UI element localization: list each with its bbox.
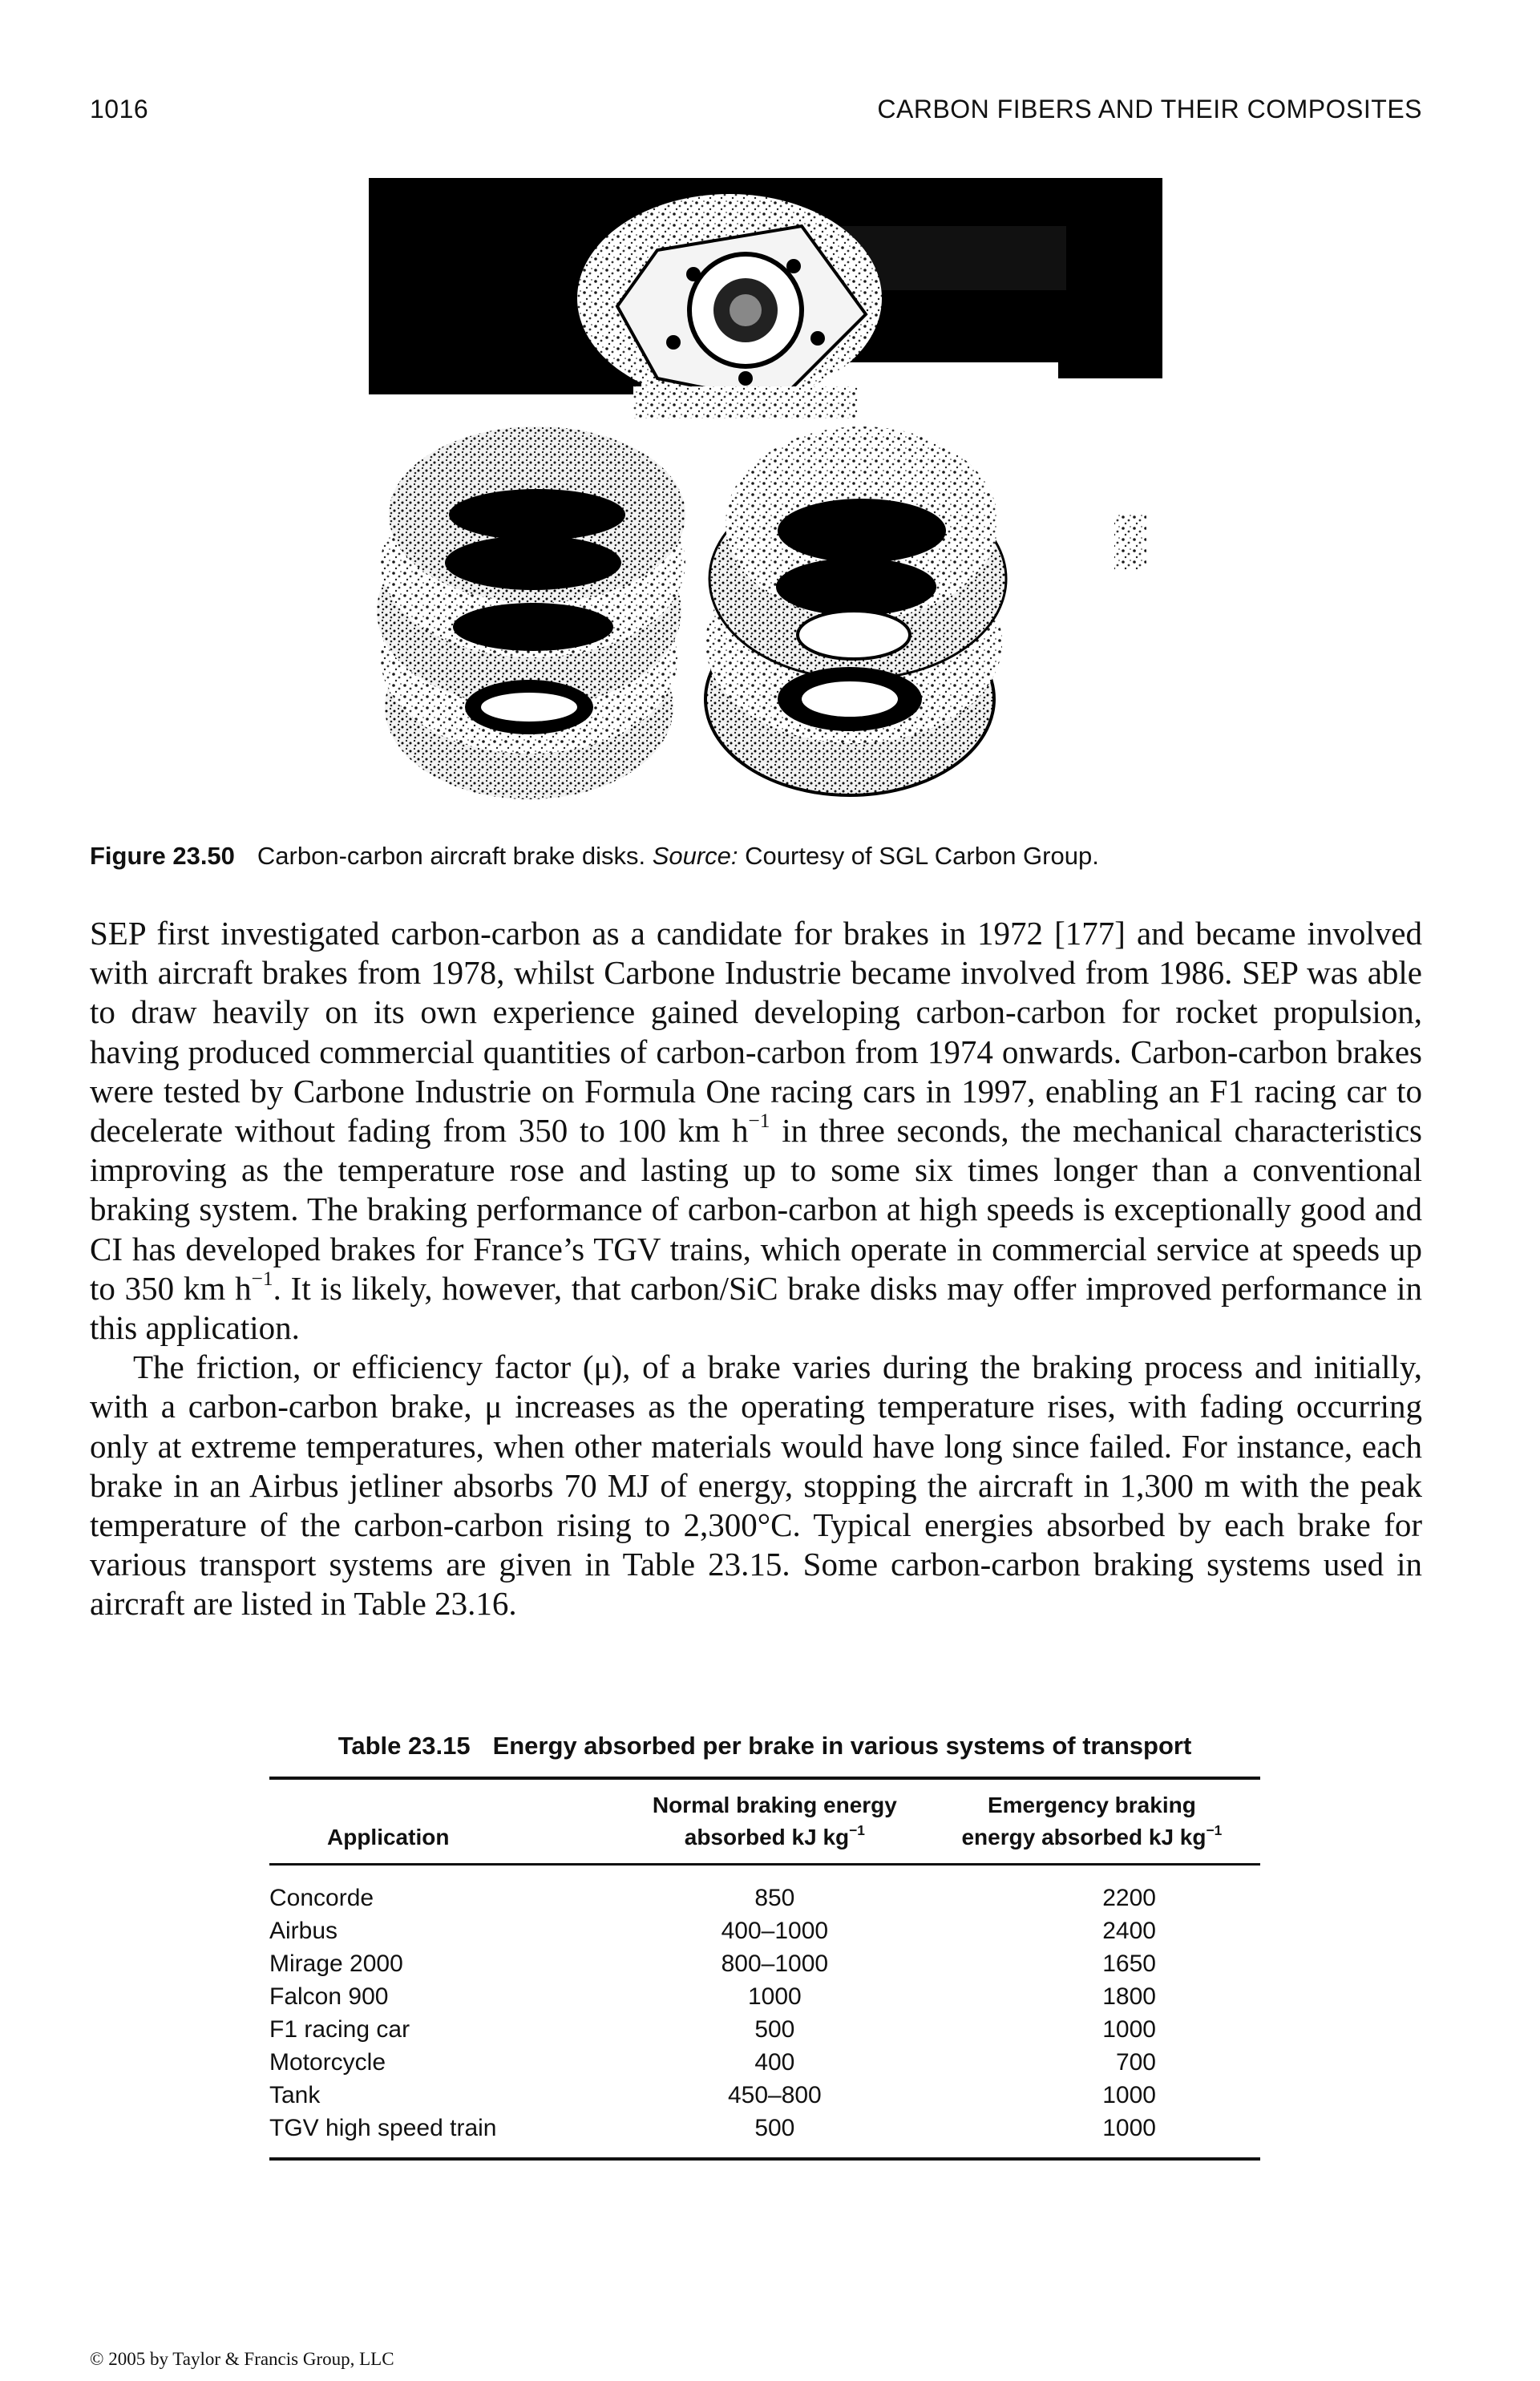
- table-title: Table 23.15 Energy absorbed per brake in …: [269, 1732, 1260, 1760]
- paragraph-1-part-3: . It is likely, however, that carbon/SiC…: [90, 1269, 1422, 1347]
- cell-emergency: 1000: [923, 2112, 1260, 2161]
- table-row: Airbus 400–1000 2400: [269, 1914, 1260, 1947]
- table-label: Table 23.15: [338, 1732, 471, 1760]
- cell-emergency: 700: [1115, 2049, 1156, 2076]
- table-title-text: Energy absorbed per brake in various sys…: [492, 1732, 1192, 1760]
- cell-normal: 850: [625, 1863, 924, 1914]
- running-head-title: CARBON FIBERS AND THEIR COMPOSITES: [877, 95, 1422, 123]
- cell-normal: 800–1000: [721, 1950, 829, 1977]
- cell-application: TGV high speed train: [269, 2112, 626, 2161]
- header-emergency-sup: −1: [1206, 1821, 1223, 1838]
- figure-source-text: Courtesy of SGL Carbon Group.: [738, 842, 1099, 870]
- cell-normal: 1000: [747, 1983, 802, 2010]
- cell-application: Falcon 900: [269, 1983, 389, 2010]
- table-row: Mirage 2000 800–1000 1650: [269, 1947, 1260, 1980]
- cell-emergency: 2400: [1102, 1918, 1156, 1944]
- header-emergency-braking: Emergency braking energy absorbed kJ kg−…: [924, 1780, 1260, 1865]
- cell-normal: 500: [754, 2016, 795, 2043]
- cell-application: Concorde: [269, 1863, 626, 1914]
- cell-application: Tank: [269, 2082, 321, 2108]
- table-header-row: Application Normal braking energy absorb…: [269, 1780, 1260, 1865]
- cell-normal: 450–800: [727, 2082, 822, 2108]
- right-brake-disk-stack: [704, 426, 1008, 797]
- cell-application: Airbus: [269, 1918, 338, 1944]
- header-application: Application: [327, 1825, 450, 1849]
- table-row: Concorde 850 2200: [269, 1863, 1260, 1914]
- copyright-footer: © 2005 by Taylor & Francis Group, LLC: [90, 2349, 394, 2369]
- unit-superscript: −1: [251, 1267, 273, 1291]
- unit-superscript: −1: [748, 1110, 770, 1133]
- figure-label: Figure 23.50: [90, 842, 235, 870]
- figure-source-label: Source:: [652, 842, 738, 870]
- brake-disks-image: [369, 178, 1162, 799]
- table-23-15: Table 23.15 Energy absorbed per brake in …: [269, 1732, 1260, 2161]
- cell-normal: 400–1000: [721, 1918, 829, 1944]
- paragraph-1-part-2: in three seconds, the mechanical charact…: [90, 1112, 1422, 1307]
- table-row: Motorcycle 400 700: [269, 2046, 1260, 2079]
- figure-caption-text: Carbon-carbon aircraft brake disks.: [257, 842, 653, 870]
- body-text: SEP first investigated carbon-carbon as …: [90, 914, 1422, 1624]
- paragraph-2: The friction, or efficiency factor (μ), …: [90, 1348, 1422, 1623]
- page-number: 1016: [90, 95, 149, 123]
- figure-brake-disks-photo: [369, 178, 1166, 819]
- cell-emergency: 1000: [1102, 2082, 1156, 2108]
- table-row: Tank 450–800 1000: [269, 2079, 1260, 2112]
- running-header: 1016 CARBON FIBERS AND THEIR COMPOSITES: [90, 95, 1422, 127]
- header-normal-line1: Normal braking energy: [652, 1793, 897, 1817]
- cell-emergency: 2200: [923, 1863, 1260, 1914]
- cell-application: Motorcycle: [269, 2049, 386, 2076]
- paragraph-1-part-1: SEP first investigated carbon-carbon as …: [90, 915, 1422, 1150]
- table-row: F1 racing car 500 1000: [269, 2013, 1260, 2046]
- cell-emergency: 1000: [1102, 2016, 1156, 2043]
- table-row: Falcon 900 1000 1800: [269, 1980, 1260, 2013]
- hub-assembly: [577, 194, 882, 418]
- left-brake-disk-stack: [377, 426, 685, 799]
- figure-caption: Figure 23.50 Carbon-carbon aircraft brake…: [90, 842, 1422, 871]
- header-normal-sup: −1: [849, 1821, 865, 1838]
- cell-normal: 500: [625, 2112, 924, 2161]
- cell-emergency: 1800: [1102, 1983, 1156, 2010]
- table-row: TGV high speed train 500 1000: [269, 2112, 1260, 2161]
- energy-table: Application Normal braking energy absorb…: [269, 1777, 1260, 2161]
- header-normal-line2: absorbed kJ kg: [684, 1825, 850, 1849]
- cell-normal: 400: [754, 2049, 795, 2076]
- cell-application: Mirage 2000: [269, 1950, 403, 1977]
- header-normal-braking: Normal braking energy absorbed kJ kg−1: [626, 1780, 924, 1865]
- header-emergency-line1: Emergency braking: [987, 1793, 1196, 1817]
- cell-application: F1 racing car: [269, 2016, 410, 2043]
- paragraph-1: SEP first investigated carbon-carbon as …: [90, 914, 1422, 1348]
- cell-emergency: 1650: [1102, 1950, 1156, 1977]
- header-emergency-line2: energy absorbed kJ kg: [961, 1825, 1207, 1849]
